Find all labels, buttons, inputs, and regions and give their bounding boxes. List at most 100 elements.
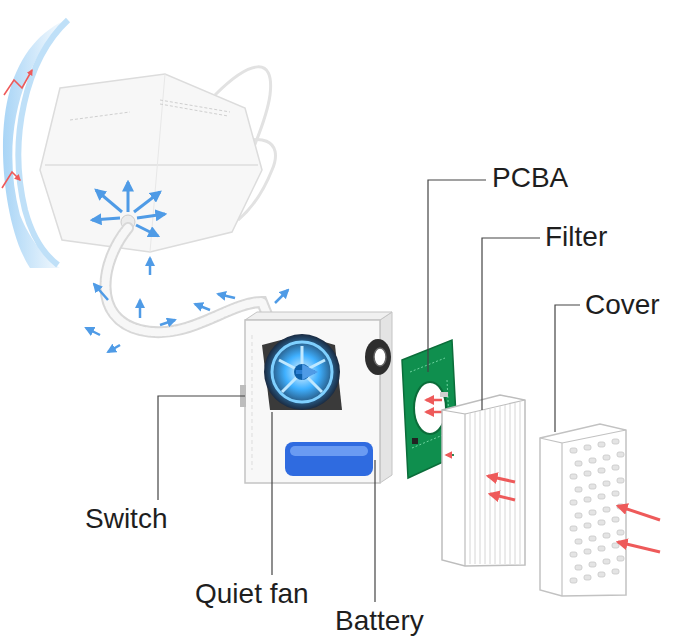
part-label: PCBA	[492, 162, 568, 194]
cover	[617, 530, 624, 535]
cover	[598, 468, 605, 473]
cover	[570, 526, 577, 531]
cover	[603, 455, 610, 460]
cover	[598, 546, 605, 551]
pcba-board	[412, 438, 418, 444]
cover	[584, 445, 591, 450]
cover	[617, 556, 624, 561]
fan	[296, 370, 315, 374]
cover	[584, 549, 591, 554]
fan	[264, 334, 340, 410]
red-arrow	[488, 476, 515, 482]
gasket	[365, 339, 391, 375]
cover	[612, 517, 619, 522]
device-box	[240, 312, 392, 483]
cover	[575, 565, 582, 570]
device-box	[245, 312, 392, 320]
mask	[40, 74, 262, 252]
air-tube	[105, 228, 270, 332]
leader-line	[428, 180, 486, 372]
cover	[612, 569, 619, 574]
cover	[598, 442, 605, 447]
cover	[598, 520, 605, 525]
blue-arrow	[92, 218, 120, 220]
cover	[570, 500, 577, 505]
fan	[272, 342, 332, 402]
blue-arrow	[96, 190, 122, 212]
blue-arrow	[139, 300, 142, 318]
red-arrow	[618, 506, 660, 552]
cover	[589, 562, 596, 567]
battery	[290, 446, 368, 456]
cover	[540, 424, 626, 596]
cover	[570, 448, 577, 453]
part-label: Cover	[585, 289, 660, 321]
pcba-board	[414, 382, 446, 434]
cover	[540, 430, 626, 596]
cover	[617, 452, 624, 457]
part-label: Quiet fan	[195, 578, 309, 610]
blue-arrow	[94, 284, 108, 300]
mask	[40, 67, 275, 252]
cover	[570, 439, 624, 583]
part-label: Switch	[85, 503, 167, 535]
blue-arrow	[108, 345, 120, 352]
cover	[612, 465, 619, 470]
red-arrow	[618, 506, 660, 520]
cover	[603, 507, 610, 512]
battery	[285, 442, 373, 476]
blue-arrow	[275, 290, 288, 303]
cover	[584, 523, 591, 528]
mask	[70, 112, 130, 120]
part-label: Battery	[335, 605, 424, 637]
cover	[575, 461, 582, 466]
leader-line	[158, 180, 580, 602]
cover	[617, 478, 624, 483]
filter	[442, 395, 525, 566]
device-box	[245, 320, 380, 483]
blue-arrow	[195, 304, 210, 310]
blue-arrow	[149, 258, 152, 275]
blue-arrow	[86, 328, 100, 335]
air-tube	[105, 228, 270, 332]
cover	[603, 481, 610, 486]
cover	[589, 458, 596, 463]
leader-line	[482, 238, 540, 410]
mask	[160, 100, 230, 116]
filter	[470, 402, 520, 564]
cover	[570, 578, 577, 583]
gasket	[374, 348, 386, 366]
part-label: Filter	[545, 221, 607, 253]
gasket	[365, 339, 391, 375]
blue-arrow	[136, 225, 158, 236]
device-box	[380, 312, 392, 483]
cover	[598, 494, 605, 499]
red-arrow	[4, 70, 32, 95]
air-tube	[105, 228, 270, 332]
red-arrow	[426, 399, 442, 402]
leader-line	[555, 305, 580, 432]
leader-line	[271, 412, 272, 575]
filter	[470, 402, 520, 564]
filter	[446, 454, 454, 456]
cover	[575, 513, 582, 518]
cover	[584, 471, 591, 476]
cover	[570, 474, 577, 479]
red-arrow	[2, 70, 32, 188]
cover	[612, 543, 619, 548]
blue-arrow	[134, 192, 160, 212]
cover	[603, 533, 610, 538]
blue-arrow	[160, 320, 175, 325]
cover	[575, 487, 582, 492]
cover	[603, 559, 610, 564]
red-arrow	[618, 542, 660, 552]
cover	[612, 491, 619, 496]
cover	[584, 497, 591, 502]
cover	[589, 536, 596, 541]
mask	[45, 164, 258, 166]
red-arrow	[2, 172, 20, 188]
filter	[442, 395, 525, 566]
battery	[285, 442, 373, 476]
